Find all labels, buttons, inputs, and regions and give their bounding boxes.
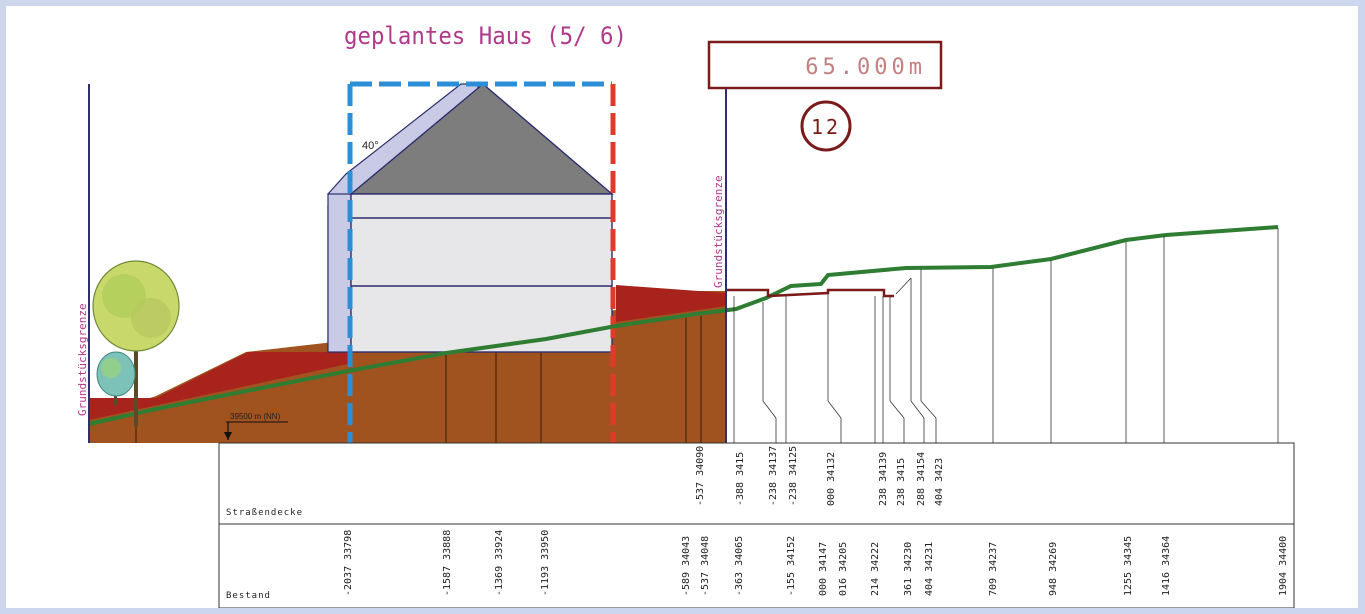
bestand-value: 709 34237 bbox=[988, 542, 999, 596]
bestand-value: -1193 33950 bbox=[540, 530, 551, 596]
bestand-value: -1369 33924 bbox=[494, 530, 505, 596]
bestand-value: 016 34205 bbox=[838, 542, 849, 596]
station-lines bbox=[733, 228, 1279, 443]
dimension-box bbox=[707, 40, 943, 90]
strasse-value: 404 3423 bbox=[934, 458, 945, 506]
small-tree-icon bbox=[96, 351, 136, 406]
drawing-frame: 40° Grundstücksgrenze Grundstücksgrenze … bbox=[6, 6, 1358, 608]
bestand-value: 1416 34364 bbox=[1161, 536, 1172, 596]
bestand-value: -537 34048 bbox=[700, 536, 711, 596]
boundary-label-left: Grundstücksgrenze bbox=[76, 303, 89, 416]
bestand-value: 948 34269 bbox=[1048, 542, 1059, 596]
strasse-value: -238 34125 bbox=[788, 446, 799, 506]
strasse-value: 238 3415 bbox=[896, 458, 907, 506]
strasse-value: 288 34154 bbox=[916, 452, 927, 506]
marker-circle bbox=[800, 100, 852, 152]
strasse-value: -388 3415 bbox=[735, 452, 746, 506]
station-table bbox=[218, 442, 1295, 608]
section-drawing: 40° Grundstücksgrenze Grundstücksgrenze … bbox=[76, 22, 1295, 608]
bestand-value: -155 34152 bbox=[786, 536, 797, 596]
strasse-value: -537 34090 bbox=[695, 446, 706, 506]
diagram-title: geplantes Haus (5/ 6) bbox=[344, 22, 627, 50]
reference-level-marker: 39500 m (NN) bbox=[224, 412, 288, 440]
strasse-labels: -537 34090 -388 3415 -238 34137 -238 34125 0… bbox=[695, 446, 945, 506]
table-row-label-bestand: Bestand bbox=[226, 591, 271, 601]
bestand-value: -2037 33798 bbox=[343, 530, 354, 596]
bestand-value: 404 34231 bbox=[924, 542, 935, 596]
blue-dashed-envelope bbox=[347, 81, 612, 443]
table-row-label-strasse: Straßendecke bbox=[226, 508, 303, 518]
bestand-value: 361 34230 bbox=[903, 542, 914, 596]
bestand-value: -1587 33888 bbox=[442, 530, 453, 596]
bestand-value: 1255 34345 bbox=[1123, 536, 1134, 596]
bestand-value: 1904 34400 bbox=[1278, 536, 1289, 596]
bestand-value: 214 34222 bbox=[870, 542, 881, 596]
tree-icon bbox=[92, 260, 180, 426]
dimension-value: 65.000m bbox=[805, 55, 926, 80]
bestand-labels: -2037 33798 -1587 33888 -1369 33924 -1193 3… bbox=[343, 530, 1289, 596]
bestand-value: -363 34065 bbox=[734, 536, 745, 596]
strasse-value: 000 34132 bbox=[826, 452, 837, 506]
red-terrain-left bbox=[89, 352, 348, 420]
strasse-value: 238 34139 bbox=[878, 452, 889, 506]
bestand-value: 000 34147 bbox=[818, 542, 829, 596]
red-terrain-right bbox=[616, 285, 726, 322]
strasse-value: -238 34137 bbox=[768, 446, 779, 506]
svg-text:39500 m (NN): 39500 m (NN) bbox=[230, 412, 281, 421]
marker-number: 12 bbox=[811, 115, 841, 139]
roof-angle-label: 40° bbox=[362, 140, 379, 152]
green-terrain-line bbox=[88, 225, 1279, 426]
soil-profile-lines bbox=[135, 316, 702, 443]
road-line bbox=[726, 288, 894, 298]
bestand-value: -589 34043 bbox=[681, 536, 692, 596]
house-body bbox=[350, 193, 613, 353]
boundary-label-right: Grundstücksgrenze bbox=[712, 175, 725, 288]
